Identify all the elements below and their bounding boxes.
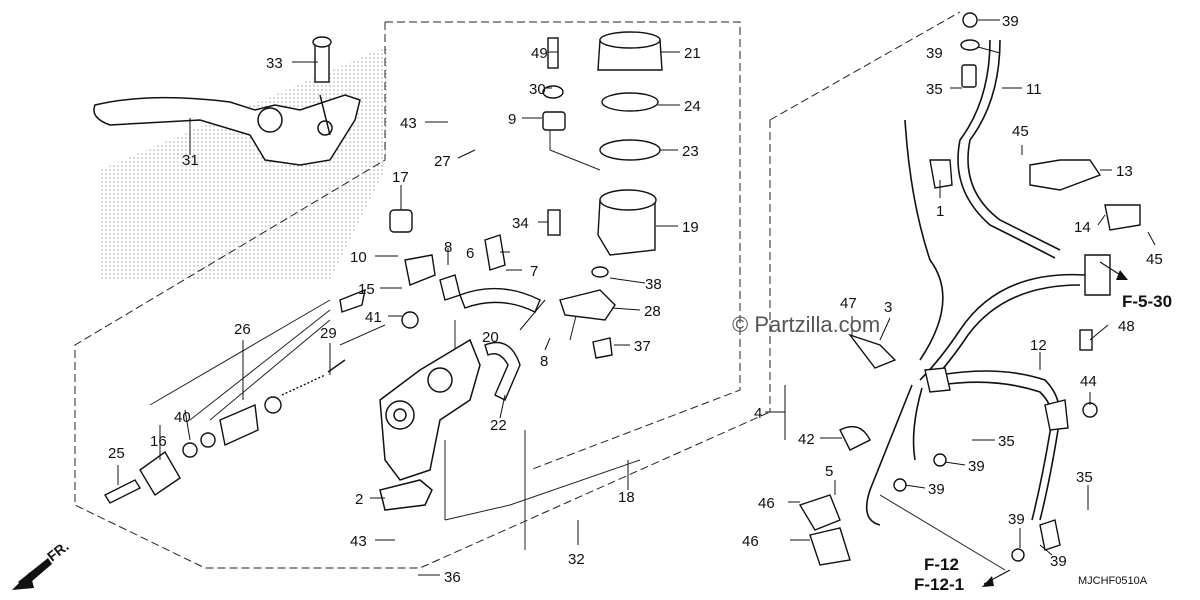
part-number-label[interactable]: 30 (529, 81, 546, 98)
part-number-label[interactable]: 17 (392, 169, 409, 186)
part-number-labels: 33 31 49 21 30 24 9 23 43 27 17 34 19 10… (108, 13, 1163, 586)
part-number-label[interactable]: 47 (840, 295, 857, 312)
brand-watermark-shape (100, 45, 390, 280)
part-number-label[interactable]: 39 (928, 481, 945, 498)
part-number-label[interactable]: 13 (1116, 163, 1133, 180)
part-number-label[interactable]: 43 (350, 533, 367, 550)
part-number-label[interactable]: 35 (1076, 469, 1093, 486)
ref-f-12-1[interactable]: F-12-1 (914, 575, 964, 594)
part-number-label[interactable]: 12 (1030, 337, 1047, 354)
part-number-label[interactable]: 35 (998, 433, 1015, 450)
part-number-label[interactable]: 28 (644, 303, 661, 320)
part-number-label[interactable]: 33 (266, 55, 283, 72)
part-number-label[interactable]: 45 (1146, 251, 1163, 268)
part-number-label[interactable]: 1 (936, 203, 944, 220)
boot-clamp-illustration (484, 341, 521, 401)
part-number-label[interactable]: 37 (634, 338, 651, 355)
brake-hose-illustration (865, 39, 1086, 526)
front-direction-arrow: FR. (12, 538, 72, 590)
part-number-label[interactable]: 2 (355, 491, 363, 508)
brake-lever-illustration (93, 94, 361, 166)
partzilla-watermark: © Partzilla.com (732, 312, 880, 337)
part-number-label[interactable]: 24 (684, 98, 701, 115)
part-number-label[interactable]: 8 (540, 353, 548, 370)
diagram-code: MJCHF0510A (1078, 575, 1148, 587)
part-number-label[interactable]: 3 (884, 299, 892, 316)
part-number-label[interactable]: 42 (798, 431, 815, 448)
assembly-boundaries (74, 11, 961, 569)
part-number-label[interactable]: 9 (508, 111, 516, 128)
part-number-label[interactable]: 49 (531, 45, 548, 62)
part-number-label[interactable]: 48 (1118, 318, 1135, 335)
hose-fittings-illustration (798, 12, 1141, 566)
part-number-label[interactable]: 40 (174, 409, 191, 426)
part-number-label[interactable]: 7 (530, 263, 538, 280)
part-number-label[interactable]: 38 (645, 276, 662, 293)
part-number-label[interactable]: 20 (482, 329, 499, 346)
part-number-label[interactable]: 46 (758, 495, 775, 512)
part-number-label[interactable]: 29 (320, 325, 337, 342)
part-number-label[interactable]: 4 (754, 405, 762, 422)
part-number-label[interactable]: 26 (234, 321, 251, 338)
part-number-label[interactable]: 32 (568, 551, 585, 568)
part-number-label[interactable]: 6 (466, 245, 474, 262)
part-number-label[interactable]: 34 (512, 215, 529, 232)
part-number-label[interactable]: 11 (1026, 81, 1042, 98)
part-number-label[interactable]: 8 (444, 239, 452, 256)
part-number-label[interactable]: 21 (684, 45, 701, 62)
part-number-label[interactable]: 39 (968, 458, 985, 475)
part-number-label[interactable]: 27 (434, 153, 451, 170)
part-number-label[interactable]: 19 (682, 219, 699, 236)
part-number-label[interactable]: 39 (926, 45, 943, 62)
master-cylinder-body-illustration (379, 338, 481, 511)
reservoir-hose-illustration (339, 209, 541, 329)
part-number-label[interactable]: 5 (825, 463, 833, 480)
ref-f-5-30[interactable]: F-5-30 (1122, 292, 1172, 311)
part-number-label[interactable]: 41 (365, 309, 382, 326)
leader-lines (117, 19, 1156, 576)
part-number-label[interactable]: 39 (1002, 13, 1019, 30)
ref-f-12[interactable]: F-12 (924, 555, 959, 574)
part-number-label[interactable]: 22 (490, 417, 507, 434)
part-number-label[interactable]: 36 (444, 569, 461, 586)
part-number-label[interactable]: 35 (926, 81, 943, 98)
part-number-label[interactable]: 25 (108, 445, 125, 462)
part-number-label[interactable]: 15 (358, 281, 375, 298)
pivot-bolt-illustration (312, 36, 332, 83)
part-number-label[interactable]: 44 (1080, 373, 1097, 390)
part-number-label[interactable]: 43 (400, 115, 417, 132)
reference-labels: F-5-30 F-12 F-12-1 (914, 261, 1172, 594)
reservoir-illustration (542, 31, 663, 359)
part-number-label[interactable]: 31 (182, 152, 199, 169)
part-number-label[interactable]: 14 (1074, 219, 1091, 236)
part-number-label[interactable]: 16 (150, 433, 167, 450)
part-number-label[interactable]: 39 (1050, 553, 1067, 570)
part-number-label[interactable]: 39 (1008, 511, 1025, 528)
piston-assembly-illustration (103, 359, 346, 504)
part-number-label[interactable]: 23 (682, 143, 699, 160)
part-number-label[interactable]: 18 (618, 489, 635, 506)
part-number-label[interactable]: 45 (1012, 123, 1029, 140)
part-number-label[interactable]: 10 (350, 249, 367, 266)
part-number-label[interactable]: 46 (742, 533, 759, 550)
